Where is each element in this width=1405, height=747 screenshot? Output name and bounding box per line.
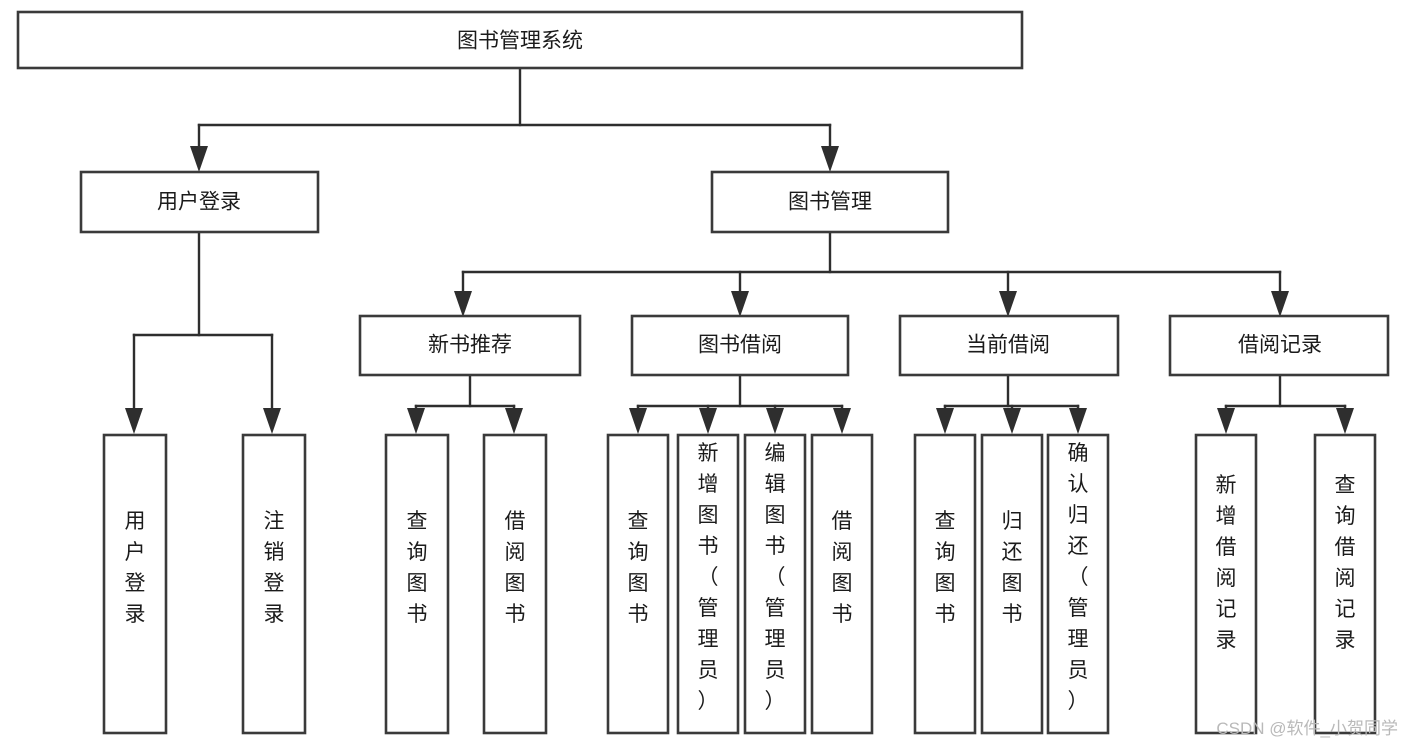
leaf-borrow-book-2[interactable]: 借阅图书 bbox=[810, 433, 874, 735]
node-root-box[interactable] bbox=[16, 10, 1024, 70]
leaf-add-book-box[interactable] bbox=[676, 433, 740, 735]
leaf-query-record-box[interactable] bbox=[1313, 433, 1377, 735]
arrow-to-leaf-edit-book bbox=[766, 408, 784, 434]
arrow-to-leaf-logout bbox=[263, 408, 281, 434]
arrow-to-leaf-return-book bbox=[1003, 408, 1021, 434]
leaf-query-book-3-box[interactable] bbox=[913, 433, 977, 735]
leaf-user-login-label: 用户登录 bbox=[125, 510, 146, 626]
leaf-add-record[interactable]: 新增借阅记录 bbox=[1194, 433, 1258, 735]
leaf-borrow-book-1-label: 借阅图书 bbox=[505, 510, 526, 626]
node-book-borrow[interactable]: 图书借阅 bbox=[630, 314, 850, 377]
node-user-login-label: 用户登录 bbox=[157, 191, 241, 214]
leaf-query-book-1-label: 查询图书 bbox=[407, 510, 428, 626]
node-user-login-box[interactable] bbox=[79, 170, 320, 234]
connector-layer bbox=[125, 66, 1354, 434]
leaf-query-book-2[interactable]: 查询图书 bbox=[606, 433, 670, 735]
leaf-return-book-label: 归还图书 bbox=[1002, 510, 1023, 626]
leaf-query-book-1[interactable]: 查询图书 bbox=[384, 433, 450, 735]
arrow-to-leaf-borrow-book-2 bbox=[833, 408, 851, 434]
leaf-edit-book-label: 编辑图书（管理员） bbox=[765, 442, 786, 713]
arrow-to-current-borrow bbox=[999, 291, 1017, 317]
node-current-borrow-label: 当前借阅 bbox=[966, 334, 1050, 357]
leaf-return-book[interactable]: 归还图书 bbox=[980, 433, 1044, 735]
leaf-user-login-box[interactable] bbox=[102, 433, 168, 735]
leaf-borrow-book-1-box[interactable] bbox=[482, 433, 548, 735]
leaf-add-record-label: 新增借阅记录 bbox=[1216, 474, 1237, 652]
node-book-borrow-box[interactable] bbox=[630, 314, 850, 377]
leaf-logout[interactable]: 注销登录 bbox=[241, 433, 307, 735]
node-new-book-recommend-label: 新书推荐 bbox=[428, 334, 512, 357]
node-new-book-recommend[interactable]: 新书推荐 bbox=[358, 314, 582, 377]
node-book-borrow-label: 图书借阅 bbox=[698, 334, 782, 357]
leaf-confirm-return-box[interactable] bbox=[1046, 433, 1110, 735]
node-current-borrow[interactable]: 当前借阅 bbox=[898, 314, 1120, 377]
leaf-query-book-1-box[interactable] bbox=[384, 433, 450, 735]
arrow-to-leaf-confirm-return bbox=[1069, 408, 1087, 434]
leaf-user-login[interactable]: 用户登录 bbox=[102, 433, 168, 735]
node-book-manage[interactable]: 图书管理 bbox=[710, 170, 950, 234]
leaf-add-record-box[interactable] bbox=[1194, 433, 1258, 735]
arrow-to-borrow-record bbox=[1271, 291, 1289, 317]
arrow-to-leaf-query-book-3 bbox=[936, 408, 954, 434]
node-user-login[interactable]: 用户登录 bbox=[79, 170, 320, 234]
arrow-to-new-book-recommend bbox=[454, 291, 472, 317]
arrow-to-leaf-add-book bbox=[699, 408, 717, 434]
node-current-borrow-box[interactable] bbox=[898, 314, 1120, 377]
leaf-confirm-return[interactable]: 确认归还（管理员） bbox=[1046, 433, 1110, 735]
node-root-label: 图书管理系统 bbox=[457, 30, 583, 53]
node-borrow-record-label: 借阅记录 bbox=[1238, 334, 1322, 357]
node-root[interactable]: 图书管理系统 bbox=[16, 10, 1024, 70]
arrow-to-user-login bbox=[190, 146, 208, 172]
leaf-logout-label: 注销登录 bbox=[264, 510, 285, 626]
arrow-to-leaf-query-record bbox=[1336, 408, 1354, 434]
arrow-to-leaf-query-book-1 bbox=[407, 408, 425, 434]
leaf-borrow-book-2-box[interactable] bbox=[810, 433, 874, 735]
node-book-manage-label: 图书管理 bbox=[788, 191, 872, 214]
leaf-edit-book[interactable]: 编辑图书（管理员） bbox=[743, 433, 807, 735]
leaf-return-book-box[interactable] bbox=[980, 433, 1044, 735]
arrow-to-book-manage bbox=[821, 146, 839, 172]
arrow-to-leaf-borrow-book-1 bbox=[505, 408, 523, 434]
leaf-add-book[interactable]: 新增图书（管理员） bbox=[676, 433, 740, 735]
arrow-to-book-borrow bbox=[731, 291, 749, 317]
node-new-book-recommend-box[interactable] bbox=[358, 314, 582, 377]
leaf-query-book-2-label: 查询图书 bbox=[628, 510, 649, 626]
arrow-to-leaf-add-record bbox=[1217, 408, 1235, 434]
csdn-watermark: CSDN @软件_小贺同学 bbox=[1216, 719, 1398, 738]
leaf-query-record[interactable]: 查询借阅记录 bbox=[1313, 433, 1377, 735]
leaf-query-book-3[interactable]: 查询图书 bbox=[913, 433, 977, 735]
leaf-borrow-book-1[interactable]: 借阅图书 bbox=[482, 433, 548, 735]
leaf-logout-box[interactable] bbox=[241, 433, 307, 735]
leaf-confirm-return-label: 确认归还（管理员） bbox=[1068, 442, 1089, 713]
leaf-add-book-label: 新增图书（管理员） bbox=[698, 442, 719, 713]
arrow-to-leaf-query-book-2 bbox=[629, 408, 647, 434]
leaf-query-record-label: 查询借阅记录 bbox=[1335, 474, 1356, 652]
arrow-to-leaf-user-login bbox=[125, 408, 143, 434]
leaf-edit-book-box[interactable] bbox=[743, 433, 807, 735]
leaf-borrow-book-2-label: 借阅图书 bbox=[832, 510, 853, 626]
leaf-query-book-3-label: 查询图书 bbox=[935, 510, 956, 626]
node-borrow-record-box[interactable] bbox=[1168, 314, 1390, 377]
node-book-manage-box[interactable] bbox=[710, 170, 950, 234]
node-borrow-record[interactable]: 借阅记录 bbox=[1168, 314, 1390, 377]
leaf-query-book-2-box[interactable] bbox=[606, 433, 670, 735]
